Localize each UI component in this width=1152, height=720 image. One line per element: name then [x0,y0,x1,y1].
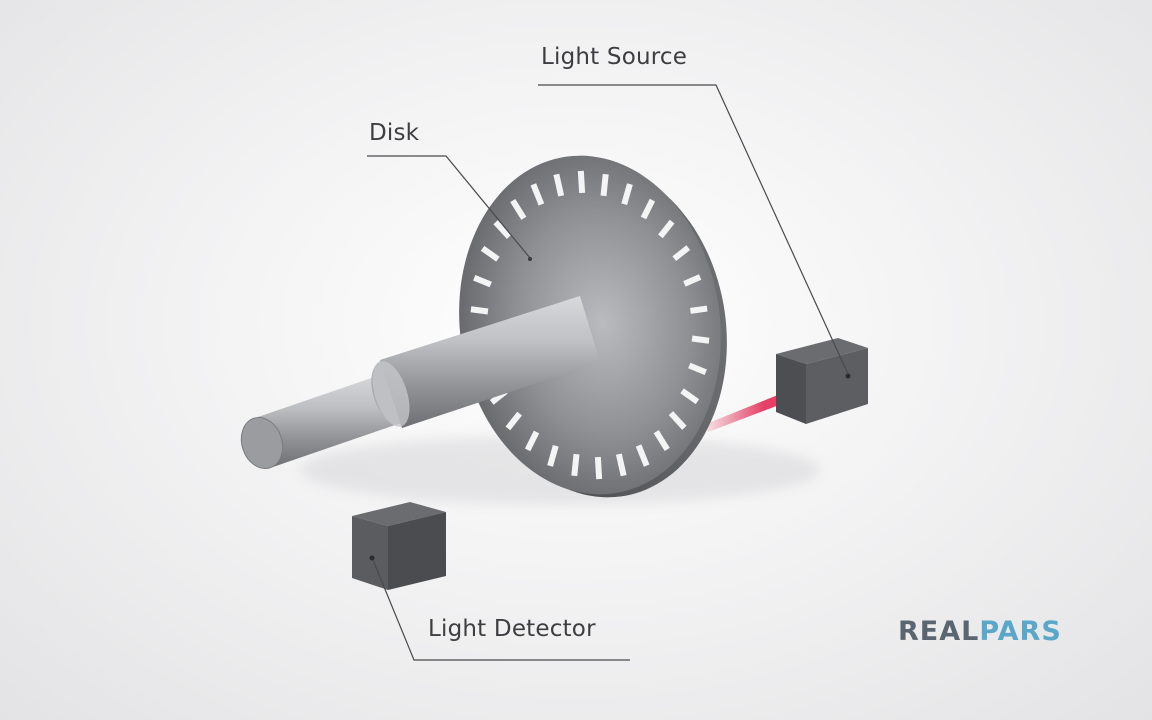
disk-slot [547,444,559,467]
leader-lines [367,84,849,661]
disk-pointer-dot [528,257,532,261]
leader-light-detector [372,559,630,661]
disk-slot [571,453,580,477]
shaft-thin [255,374,398,468]
disk-slot [600,173,609,197]
disk-slot [640,198,656,220]
disk-slot [621,183,633,206]
leader-light-source [538,84,849,375]
shaft-end [240,417,284,469]
disk-slot [653,430,670,452]
disk-slot [691,335,710,344]
light-detector-box [352,502,446,590]
disk-slots [470,170,710,480]
disk-slot [658,219,675,239]
disk-slot [510,198,527,220]
disk-slot [473,274,492,288]
shaft-step-face [372,361,410,427]
light-detector-label: Light Detector [428,616,596,642]
logo-part-real: REAL [898,616,980,647]
disk-slot [680,388,700,405]
disk-slot [480,245,500,262]
disk-label: Disk [369,120,420,146]
disk-slot [470,306,489,315]
disk-slot [672,245,691,262]
disk-slot [530,183,545,206]
disk-slot [689,305,708,314]
disk-slot [683,274,702,287]
realpars-logo: REALPARS [898,616,1062,647]
disk-slot [577,170,586,194]
disk-slot [688,362,707,376]
logo-part-pars: PARS [979,616,1062,647]
leader-disk [367,155,531,259]
disk-slot [615,453,627,477]
disk [459,155,721,495]
disk-slot [493,220,512,239]
light-source-box [776,338,868,424]
light-source-label: Light Source [541,44,688,70]
disk-slot [635,444,650,467]
shaft-thick [380,296,600,428]
disk-slot [668,411,687,430]
disk-slot [505,411,522,431]
disk-slot [594,456,603,480]
disk-slot [524,430,540,452]
disk-slot [553,173,565,197]
